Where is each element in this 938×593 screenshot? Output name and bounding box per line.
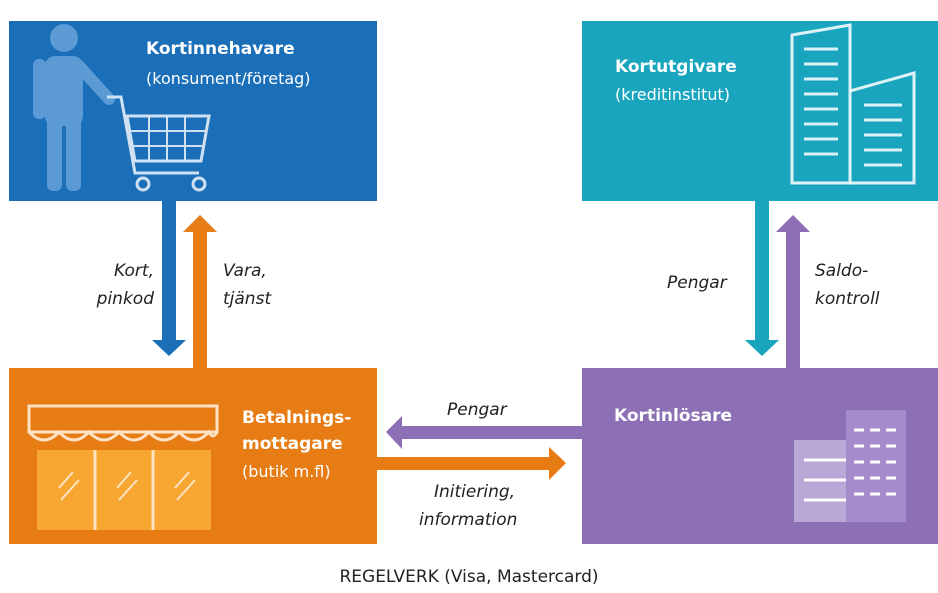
merchant-title-line2: mottagare — [242, 434, 343, 454]
label-card: Kort, — [113, 261, 154, 281]
issuer-title: Kortutgivare — [615, 57, 737, 77]
issuer-subtitle: (kreditinstitut) — [615, 85, 731, 104]
label-money-acquirer: Pengar — [447, 400, 507, 420]
arrow-goods-service — [183, 215, 217, 368]
label-information: information — [419, 510, 518, 530]
merchant-box: Betalnings- mottagare (butik m.fl) — [9, 368, 377, 544]
arrow-card-pin — [152, 201, 186, 356]
cardholder-subtitle: (konsument/företag) — [146, 69, 311, 88]
storefront-icon — [27, 404, 219, 530]
label-check: kontroll — [815, 289, 880, 309]
merchant-subtitle: (butik m.fl) — [242, 462, 331, 481]
label-pin: pinkod — [96, 289, 154, 309]
label-service: tjänst — [223, 289, 272, 309]
merchant-title-line1: Betalnings- — [242, 408, 352, 428]
office-buildings-icon — [790, 23, 916, 185]
label-balance: Saldo- — [815, 261, 869, 281]
cardholder-title: Kortinnehavare — [146, 39, 295, 59]
cardholder-box: Kortinnehavare (konsument/företag) — [9, 21, 377, 201]
acquirer-box: Kortinlösare — [582, 368, 938, 544]
label-initiation: Initiering, — [434, 482, 516, 502]
office-icon — [794, 410, 906, 522]
shopper-icon — [33, 24, 211, 192]
arrow-money-acquirer — [386, 416, 582, 449]
footer-rules: REGELVERK (Visa, Mastercard) — [339, 567, 599, 587]
arrow-money-issuer — [745, 201, 779, 356]
arrow-initiation — [377, 447, 566, 480]
issuer-box: Kortutgivare (kreditinstitut) — [582, 21, 938, 201]
acquirer-title: Kortinlösare — [614, 406, 733, 426]
arrow-balance-check — [776, 215, 810, 368]
label-goods: Vara, — [223, 261, 267, 281]
label-money-issuer: Pengar — [667, 273, 727, 293]
